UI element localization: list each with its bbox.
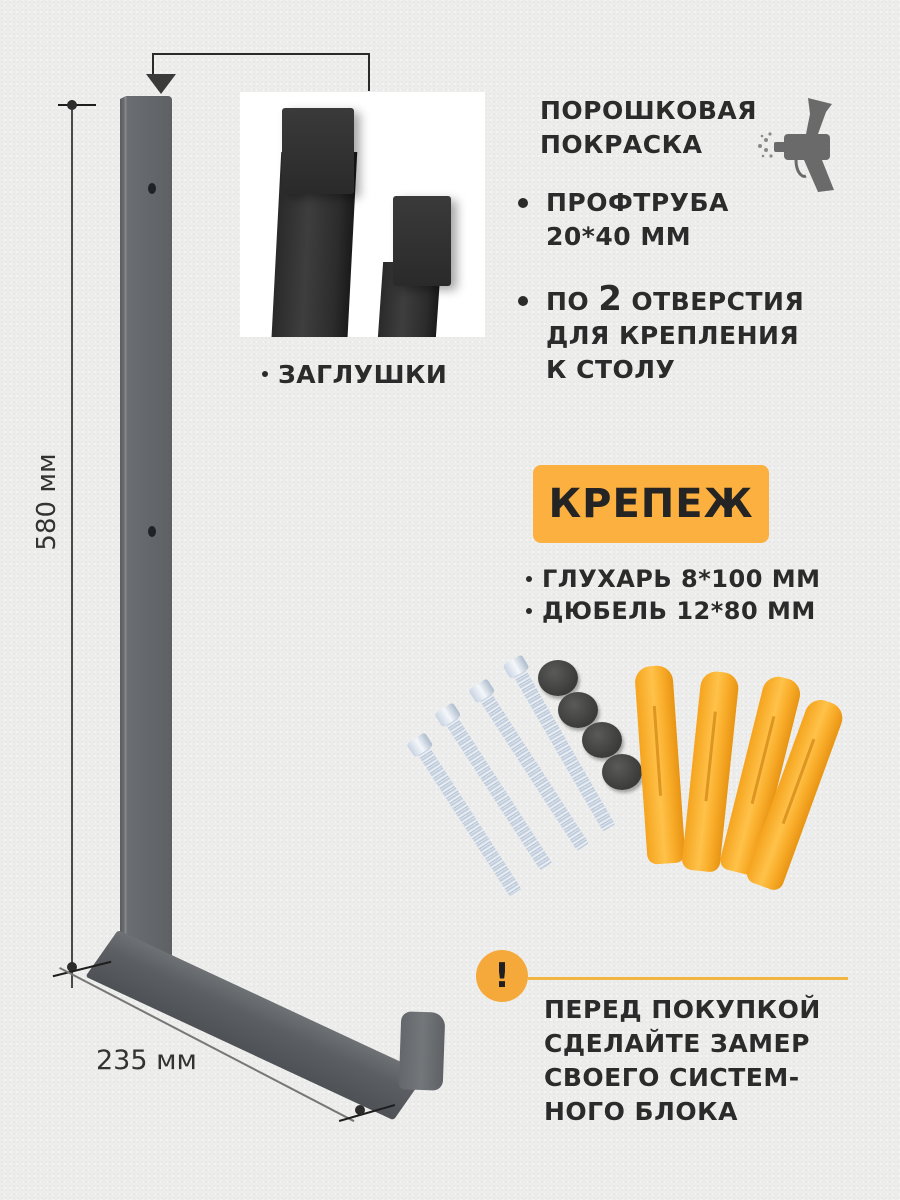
bracket-vertical-tube [120,96,172,956]
feature-profile-tube-line1: профтруба [546,188,729,217]
fastener-item-label: дюбель 12*80 мм [542,597,816,625]
caps-label: заглушки [262,358,447,392]
feature-mount-holes: по 2 отверстия для крепления к столу [518,279,805,387]
bullet-icon [518,198,528,208]
end-cap-large [282,108,354,194]
warning-line-4: ного блока [544,1097,738,1126]
rubber-cap [602,754,642,790]
bracket-end-lip [398,1011,446,1091]
depth-label: 235 мм [96,1045,197,1076]
warning-line-2: сделайте замер [544,1029,810,1058]
rubber-cap [582,722,622,758]
warning-line-1: перед покупкой [544,995,821,1024]
fasteners-photo [390,650,870,910]
height-dimension-line [71,100,73,988]
callout-line-horizontal [152,53,370,55]
lag-screw [406,732,522,897]
warning-text: перед покупкой сделайте замер своего сис… [544,993,821,1129]
rubber-cap [538,660,578,696]
coating-heading-line2: покраска [540,130,703,159]
bullet-icon [518,296,528,306]
lag-screw [434,702,553,871]
bullet-icon [262,371,268,377]
depth-dimension-end-dot [355,1105,365,1115]
end-cap-small [393,196,451,286]
fasteners-list: глухарь 8*100 мм дюбель 12*80 мм [526,563,821,627]
plastic-dowel [634,664,686,865]
bracket-horizontal-tube [85,930,427,1121]
warning-line-3: своего систем- [544,1063,800,1092]
feature-mount-holes-line3: к столу [546,355,676,384]
caps-label-text: заглушки [278,360,448,389]
rubber-cap [558,692,598,728]
exclamation-icon: ! [476,950,528,1002]
mount-hole-bottom [148,526,156,537]
fastener-item-label: глухарь 8*100 мм [542,565,821,593]
feature-profile-tube: профтруба 20*40 мм [518,186,729,254]
warning-divider [528,977,848,980]
coating-heading: порошковая покраска [540,94,757,162]
fasteners-badge: крепеж [533,465,769,543]
fastener-item-dowel: дюбель 12*80 мм [526,595,821,627]
feature-mount-holes-suffix: отверстия [631,287,805,316]
feature-mount-holes-line2: для крепления [546,321,800,350]
height-label: 580 мм [32,453,62,551]
bullet-icon [526,608,532,614]
height-dimension-top-tick [58,104,96,106]
callout-line-vertical-right [368,53,370,91]
feature-mount-holes-count: 2 [598,279,623,319]
callout-line-vertical-left [152,53,154,75]
fastener-item-lag-screw: глухарь 8*100 мм [526,563,821,595]
end-caps-photo [240,92,485,337]
coating-heading-line1: порошковая [540,96,757,125]
height-dimension-top-dot [67,100,77,110]
feature-mount-holes-prefix: по [546,287,590,316]
mount-hole-top [148,183,156,194]
callout-arrow-icon [146,74,176,94]
bullet-icon [526,576,532,582]
feature-profile-tube-line2: 20*40 мм [546,222,692,251]
spray-gun-icon [758,98,834,192]
bracket-image [85,96,446,1121]
height-dimension-bottom-dot [67,962,77,972]
